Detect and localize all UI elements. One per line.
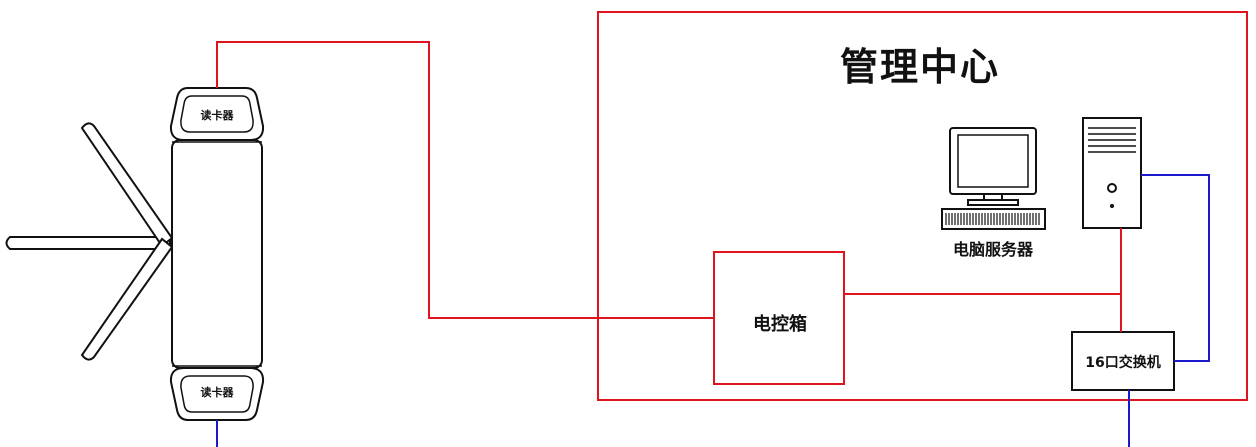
- management-center-title: 管理中心: [840, 45, 1000, 89]
- keyboard-icon: [941, 208, 1046, 230]
- server-label: 电脑服务器: [953, 240, 1034, 259]
- turnstile-arms: [5, 122, 174, 361]
- card-reader-bottom: 读卡器: [169, 367, 265, 421]
- switch-label: 16口交换机: [1085, 354, 1160, 371]
- computer-monitor-icon: [949, 127, 1037, 206]
- power-wiring: [216, 41, 1122, 332]
- tower-server-icon: [1082, 117, 1142, 229]
- network-switch: [1071, 331, 1175, 391]
- tripod-turnstile: 读卡器 读卡器: [5, 87, 265, 421]
- turnstile-body: [171, 139, 263, 369]
- network-wiring: [216, 174, 1210, 447]
- management-center-frame: [597, 11, 1248, 401]
- svg-text:读卡器: 读卡器: [201, 108, 235, 122]
- control-box-label: 电控箱: [753, 313, 807, 335]
- svg-text:读卡器: 读卡器: [201, 385, 235, 399]
- card-reader-top: 读卡器: [169, 87, 265, 141]
